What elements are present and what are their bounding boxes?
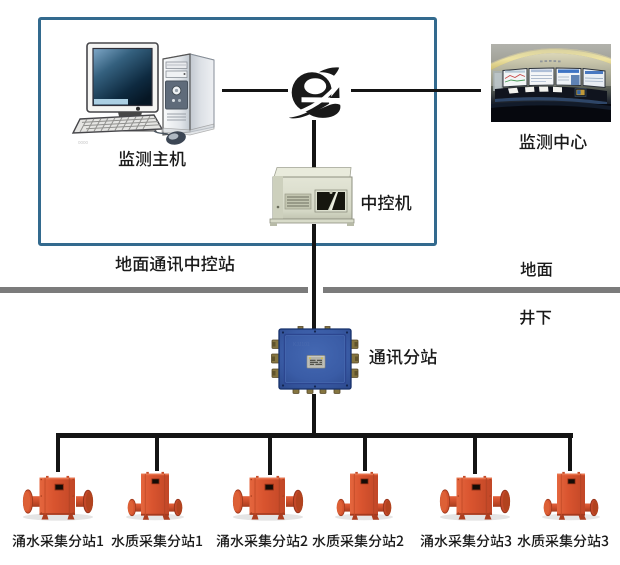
- svg-text:KJJ101: KJJ101: [293, 342, 310, 348]
- svg-text:0000: 0000: [78, 140, 89, 145]
